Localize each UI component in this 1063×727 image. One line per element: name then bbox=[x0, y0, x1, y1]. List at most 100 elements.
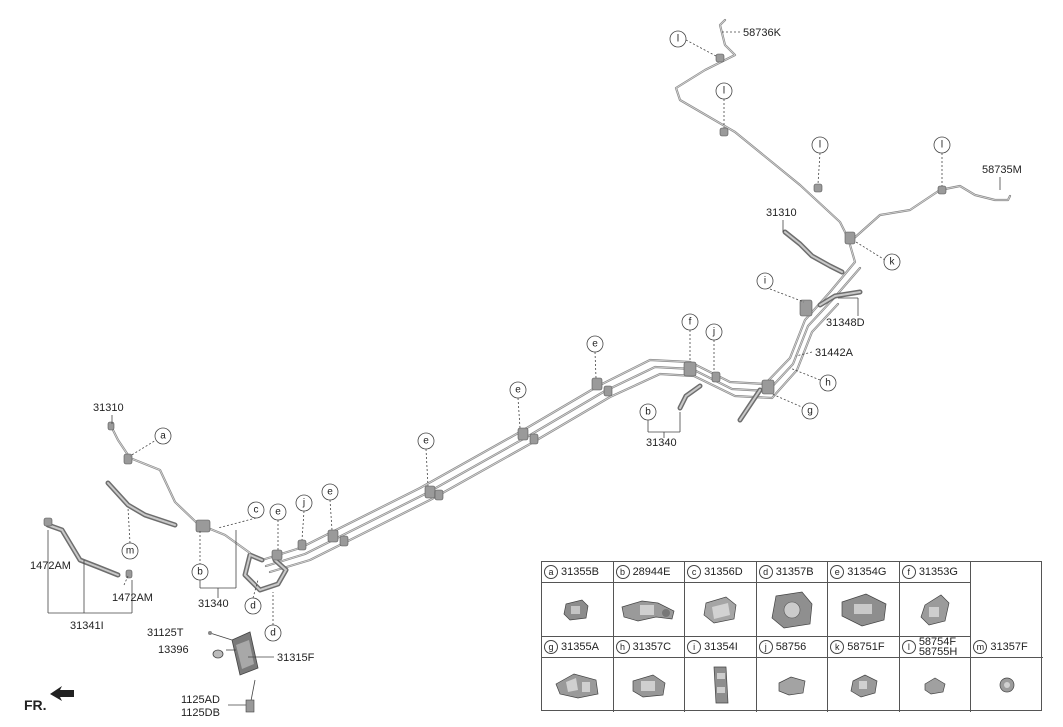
label-1125AD: 1125AD bbox=[181, 694, 220, 706]
callout-e-3: e bbox=[417, 432, 435, 450]
label-31442A: 31442A bbox=[815, 347, 854, 359]
callout-d-1: d bbox=[244, 597, 262, 615]
label-58735M: 58735M bbox=[982, 164, 1022, 176]
callout-e-2: e bbox=[509, 381, 527, 399]
legend-part-i-image bbox=[685, 658, 757, 712]
callout-k: k bbox=[883, 253, 901, 271]
legend-part-f-image bbox=[899, 583, 972, 637]
front-arrow-icon bbox=[50, 686, 74, 701]
svg-text:e: e bbox=[275, 507, 281, 518]
svg-text:a: a bbox=[160, 431, 166, 442]
callout-bubbles: l l l l k i f j e h e g b e a e j c e m … bbox=[121, 30, 951, 642]
svg-text:l: l bbox=[819, 140, 821, 151]
callout-g: g bbox=[801, 402, 819, 420]
svg-text:e: e bbox=[327, 487, 333, 498]
legend-part-l-image bbox=[900, 658, 972, 712]
svg-text:m: m bbox=[126, 546, 134, 557]
label-31310-left: 31310 bbox=[93, 402, 124, 414]
callout-b-right: b bbox=[639, 403, 657, 421]
label-31315F: 31315F bbox=[277, 652, 315, 664]
legend-part-c-image bbox=[685, 583, 757, 637]
legend-part-b-image bbox=[613, 583, 686, 637]
legend-empty-cell bbox=[971, 583, 1043, 637]
label-31340-right: 31340 bbox=[646, 437, 677, 449]
part-labels: 58736K 58735M 31310 31348D 31442A 31340 … bbox=[30, 27, 1022, 719]
callout-f: f bbox=[681, 313, 699, 331]
callout-e-1: e bbox=[586, 335, 604, 353]
label-1472AM-a: 1472AM bbox=[30, 560, 71, 572]
legend-part-m-image bbox=[971, 658, 1043, 712]
legend-part-d-image bbox=[756, 583, 829, 637]
svg-text:h: h bbox=[825, 378, 831, 389]
svg-text:e: e bbox=[592, 339, 598, 350]
callout-l-1: l bbox=[669, 30, 687, 48]
callout-j-2: j bbox=[295, 494, 313, 512]
callout-m: m bbox=[121, 542, 139, 560]
label-31341I: 31341I bbox=[70, 620, 104, 632]
callout-i: i bbox=[756, 272, 774, 290]
legend-part-g-image bbox=[542, 658, 614, 712]
label-31125T: 31125T bbox=[147, 627, 184, 639]
svg-text:e: e bbox=[423, 436, 429, 447]
svg-text:c: c bbox=[254, 505, 259, 516]
svg-text:j: j bbox=[712, 327, 715, 338]
legend-part-j-image bbox=[757, 658, 829, 712]
clips bbox=[43, 53, 947, 579]
callout-l-4: l bbox=[933, 136, 951, 154]
label-31340-left: 31340 bbox=[198, 598, 229, 610]
callout-d-2: d bbox=[264, 624, 282, 642]
svg-text:i: i bbox=[764, 276, 766, 287]
callout-a: a bbox=[154, 427, 172, 445]
leader-lines bbox=[47, 31, 1001, 706]
svg-text:d: d bbox=[250, 601, 256, 612]
svg-text:l: l bbox=[941, 140, 943, 151]
label-58736K: 58736K bbox=[743, 27, 782, 39]
label-31310-top: 31310 bbox=[766, 207, 797, 219]
svg-text:l: l bbox=[677, 34, 679, 45]
legend-part-k-image bbox=[828, 658, 900, 712]
legend-part-h-image bbox=[614, 658, 686, 712]
callout-e-5: e bbox=[269, 503, 287, 521]
main-fuel-lines bbox=[45, 18, 1012, 593]
label-13396: 13396 bbox=[158, 644, 189, 656]
label-31348D: 31348D bbox=[826, 317, 865, 329]
callout-b-left: b bbox=[191, 563, 209, 581]
svg-text:f: f bbox=[689, 317, 692, 328]
svg-text:l: l bbox=[723, 86, 725, 97]
callout-l-2: l bbox=[715, 82, 733, 100]
callout-h: h bbox=[819, 374, 837, 392]
svg-text:d: d bbox=[270, 628, 276, 639]
svg-text:b: b bbox=[197, 567, 203, 578]
label-1472AM-b: 1472AM bbox=[112, 592, 153, 604]
svg-text:k: k bbox=[890, 257, 896, 268]
svg-text:e: e bbox=[515, 385, 521, 396]
svg-text:b: b bbox=[645, 407, 651, 418]
legend-header-empty bbox=[971, 562, 1043, 583]
callout-c: c bbox=[247, 501, 265, 519]
callout-e-4: e bbox=[321, 483, 339, 501]
legend-part-e-image bbox=[828, 583, 900, 637]
svg-text:g: g bbox=[807, 406, 813, 417]
svg-text:j: j bbox=[302, 498, 305, 509]
label-1125DB: 1125DB bbox=[181, 707, 220, 719]
front-marker: FR. bbox=[24, 697, 47, 713]
callout-l-3: l bbox=[811, 136, 829, 154]
fuel-filter-assembly bbox=[208, 631, 259, 713]
legend-part-a-image bbox=[542, 583, 614, 637]
callout-j-1: j bbox=[705, 323, 723, 341]
